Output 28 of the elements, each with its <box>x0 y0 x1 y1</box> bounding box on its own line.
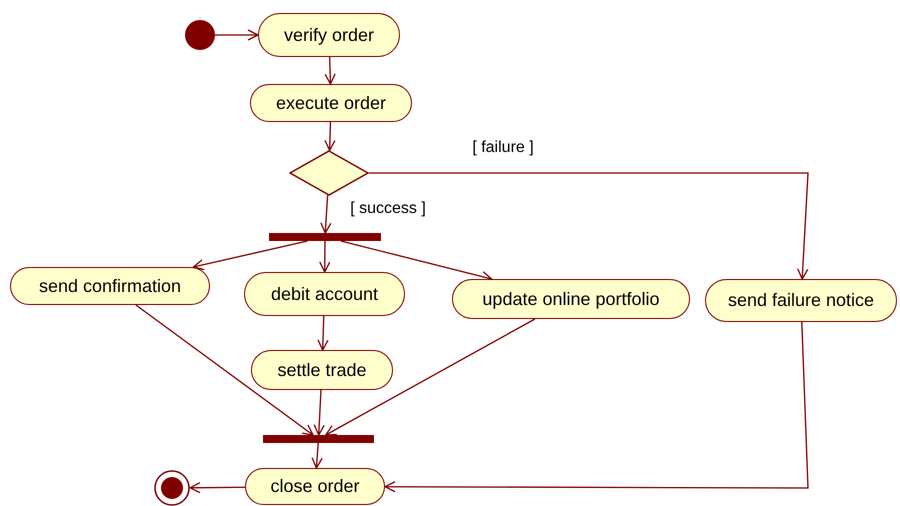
arrow <box>215 29 259 41</box>
action-node: verify order <box>258 13 400 57</box>
arrow <box>189 482 245 494</box>
action-node: send confirmation <box>10 267 210 305</box>
action-node: debit account <box>244 272 405 316</box>
decision-diamond <box>289 150 369 196</box>
guard-label: [ success ] <box>348 200 428 218</box>
arrow <box>136 304 314 436</box>
arrow <box>384 322 809 492</box>
sync-bar <box>263 435 374 443</box>
arrow <box>314 390 325 436</box>
end-node <box>154 470 190 506</box>
arrow <box>320 195 332 234</box>
arrow <box>311 442 323 469</box>
arrow <box>324 56 336 85</box>
action-node: update online portfolio <box>452 279 690 319</box>
action-node: send failure notice <box>705 279 897 322</box>
action-node: close order <box>245 468 385 505</box>
start-node <box>185 20 215 50</box>
arrow <box>325 318 536 436</box>
arrow <box>192 240 308 270</box>
action-node: settle trade <box>251 350 393 390</box>
arrow <box>317 316 329 351</box>
action-node: execute order <box>250 84 412 122</box>
sync-bar <box>269 233 381 241</box>
arrow <box>369 172 809 280</box>
arrow <box>324 122 336 152</box>
arrow <box>319 241 330 273</box>
